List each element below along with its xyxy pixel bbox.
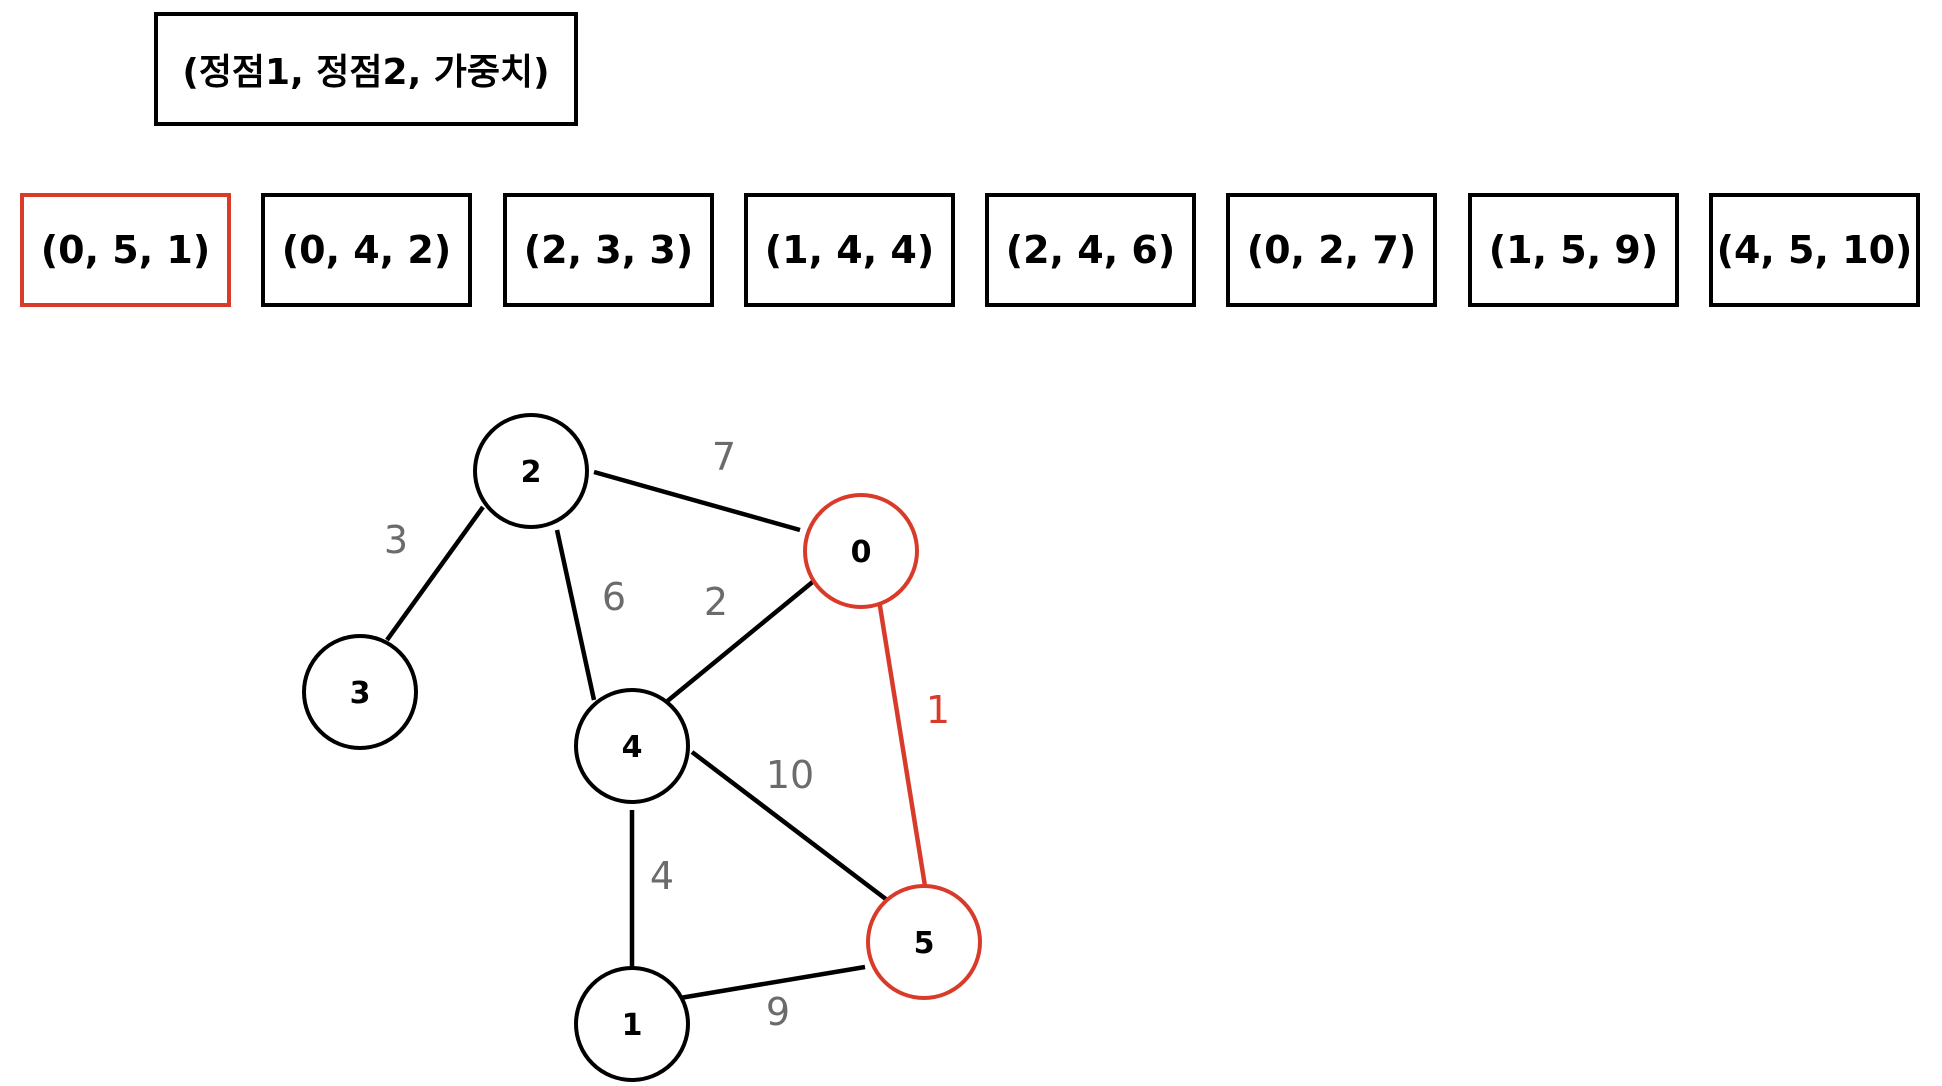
edge-card-7: (4, 5, 10) bbox=[1709, 193, 1920, 307]
node-label: 2 bbox=[521, 455, 542, 490]
edge-weight-label: 10 bbox=[766, 753, 814, 797]
node-label: 0 bbox=[851, 535, 872, 570]
edge-weight-label: 3 bbox=[384, 518, 408, 562]
edge-weight-label: 1 bbox=[926, 688, 950, 732]
edge-line-4-5 bbox=[690, 750, 893, 905]
edge-weight-label: 4 bbox=[650, 854, 674, 898]
graph-node-3: 3 bbox=[302, 634, 418, 750]
edge-line-1-5 bbox=[679, 964, 866, 1001]
edge-card-label: (2, 3, 3) bbox=[523, 228, 694, 272]
node-circle bbox=[574, 688, 690, 804]
edge-card-label: (4, 5, 10) bbox=[1716, 228, 1913, 272]
node-circle bbox=[473, 413, 589, 529]
node-label: 3 bbox=[350, 676, 371, 711]
node-label: 5 bbox=[914, 926, 935, 961]
edge-card-label: (1, 4, 4) bbox=[764, 228, 935, 272]
edge-weight-label: 2 bbox=[704, 580, 728, 624]
edge-card-3: (1, 4, 4) bbox=[744, 193, 955, 307]
edge-card-0: (0, 5, 1) bbox=[20, 193, 231, 307]
edge-card-1: (0, 4, 2) bbox=[261, 193, 472, 307]
node-circle bbox=[574, 966, 690, 1082]
graph-node-5: 5 bbox=[866, 884, 982, 1000]
edge-card-6: (1, 5, 9) bbox=[1468, 193, 1679, 307]
edge-weight-label: 7 bbox=[712, 435, 736, 479]
edge-line-2-0 bbox=[593, 469, 801, 533]
edge-card-label: (2, 4, 6) bbox=[1005, 228, 1176, 272]
edge-card-5: (0, 2, 7) bbox=[1226, 193, 1437, 307]
node-circle bbox=[302, 634, 418, 750]
edge-card-label: (0, 2, 7) bbox=[1246, 228, 1417, 272]
edge-card-2: (2, 3, 3) bbox=[503, 193, 714, 307]
node-circle bbox=[803, 493, 919, 609]
edge-card-label: (1, 5, 9) bbox=[1488, 228, 1659, 272]
format-legend-label: (정점1, 정점2, 가중치) bbox=[182, 52, 550, 93]
edge-line-2-4 bbox=[554, 529, 597, 701]
edge-line-0-4 bbox=[663, 578, 817, 705]
edge-weight-label: 9 bbox=[766, 990, 790, 1034]
edge-line-0-5 bbox=[876, 599, 928, 887]
node-label: 1 bbox=[622, 1008, 643, 1043]
graph-node-0: 0 bbox=[803, 493, 919, 609]
edge-card-label: (0, 5, 1) bbox=[40, 228, 211, 272]
edge-weight-label: 6 bbox=[602, 575, 626, 619]
node-circle bbox=[866, 884, 982, 1000]
node-label: 4 bbox=[622, 730, 643, 765]
edge-card-4: (2, 4, 6) bbox=[985, 193, 1196, 307]
graph-node-2: 2 bbox=[473, 413, 589, 529]
edge-line-2-3 bbox=[385, 505, 485, 642]
format-legend-box: (정점1, 정점2, 가중치) bbox=[154, 12, 578, 126]
edge-card-label: (0, 4, 2) bbox=[281, 228, 452, 272]
graph-node-1: 1 bbox=[574, 966, 690, 1082]
graph-node-4: 4 bbox=[574, 688, 690, 804]
